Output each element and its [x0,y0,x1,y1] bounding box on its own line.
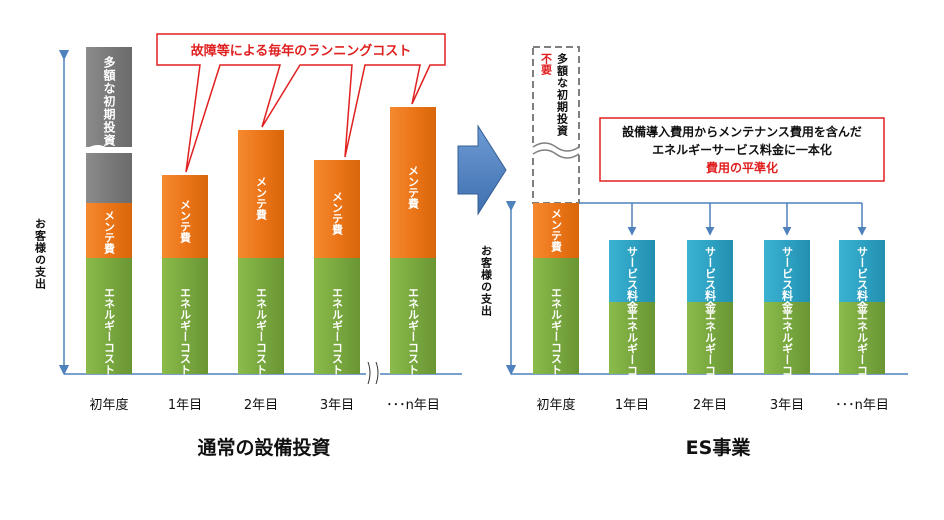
right-year-3: 3年目 [770,398,804,413]
right-label-energy-3: エネルギーコスト [781,310,794,398]
right-note-line1: 設備導入費用からメンテナンス費用を含んだ [622,124,862,139]
left-label-initial-investment: 多額な初期投資 [102,55,116,147]
left-label-energy-2: エネルギーコスト [255,287,268,375]
right-label-energy-1: エネルギーコスト [626,310,639,398]
left-bar-initial-investment-bottom [86,153,132,203]
left-callout-text: 故障等による毎年のランニングコスト [191,43,412,59]
left-label-energy-3: エネルギーコスト [331,287,344,375]
right-year-0: 初年度 [536,397,575,413]
left-y-axis-label: お客様の支出 [34,218,48,290]
left-label-maint-2: メンテ費 [255,176,269,221]
left-bar-energy [390,258,436,374]
left-year-0: 初年度 [89,397,128,413]
left-bar-maintenance [314,160,360,258]
left-label-energy-0: エネルギーコスト [103,287,116,375]
left-panel: お客様の支出 故 [34,33,462,459]
right-panel-title: ES事業 [686,436,752,459]
left-label-energy-1: エネルギーコスト [179,287,192,375]
left-year-1: 1年目 [168,398,202,413]
left-year-3: 3年目 [320,398,354,413]
left-label-maint-1: メンテ費 [179,199,193,244]
right-bar-energy [764,302,810,374]
right-label-initial-investment: 多額な初期投資 [556,52,570,137]
right-bar-energy [839,302,885,374]
left-bar-year3 [314,160,360,374]
right-label-energy-n: エネルギーコスト [856,310,869,398]
left-callout: 故障等による毎年のランニングコスト [156,33,446,173]
left-year-n: ･･･n年目 [386,398,440,413]
left-bar-energy [314,258,360,374]
left-bar-initial-year [86,47,132,374]
left-bar-maintenance [238,130,284,258]
left-label-maint-n: メンテ費 [407,165,421,210]
right-year-2: 2年目 [693,398,727,413]
right-label-service-3: サービス料金 [781,246,795,312]
left-panel-title: 通常の設備投資 [197,436,330,459]
left-bar-year1 [162,175,208,374]
right-label-service-2: サービス料金 [704,246,718,312]
right-bar-year-n [839,240,885,374]
right-bar-initial-year [533,203,579,374]
right-note-line3: 費用の平準化 [706,160,778,175]
right-label-energy-2: エネルギーコスト [704,310,717,398]
right-year-n: ･･･n年目 [835,398,889,413]
left-bar-energy [238,258,284,374]
right-bar-year3 [764,240,810,374]
right-bar-year2 [687,240,733,374]
right-label-service-1: サービス料金 [626,246,640,312]
left-label-energy-n: エネルギーコスト [407,287,420,375]
left-bar-maintenance [86,203,132,258]
left-bar-year2 [238,130,284,374]
right-bar-energy [533,258,579,374]
right-label-service-n: サービス料金 [856,246,870,312]
right-panel: お客様の支出 不要 多額な初期投資 メンテ費 エネルギーコスト [480,46,908,459]
right-bar-service [609,240,655,302]
transition-arrow [457,124,507,216]
right-bar-maintenance [533,203,579,258]
right-bar-service [687,240,733,302]
right-note-box: 設備導入費用からメンテナンス費用を含んだ エネルギーサービス料金に一本化 費用の… [599,117,885,182]
right-note-line2: エネルギーサービス料金に一本化 [652,142,832,157]
left-bar-energy [162,258,208,374]
left-year-2: 2年目 [244,398,278,413]
right-bar-year1 [609,240,655,374]
right-label-energy-0: エネルギーコスト [550,287,563,375]
right-bar-service [839,240,885,302]
right-bar-energy [609,302,655,374]
left-bar-maintenance [162,175,208,258]
left-bar-year-n [390,107,436,374]
left-bar-initial-investment-top [86,47,132,147]
left-bar-maintenance [390,107,436,258]
right-label-maint-0: メンテ費 [550,208,564,253]
right-y-axis-label: お客様の支出 [480,245,494,317]
left-bar-energy [86,258,132,374]
right-bar-energy [687,302,733,374]
left-axis-break [366,361,380,385]
right-year-1: 1年目 [615,398,649,413]
left-label-maint-3: メンテ費 [331,191,345,236]
right-bar-service [764,240,810,302]
left-label-maint-0: メンテ費 [103,210,117,255]
right-label-unnecessary: 不要 [540,53,553,76]
